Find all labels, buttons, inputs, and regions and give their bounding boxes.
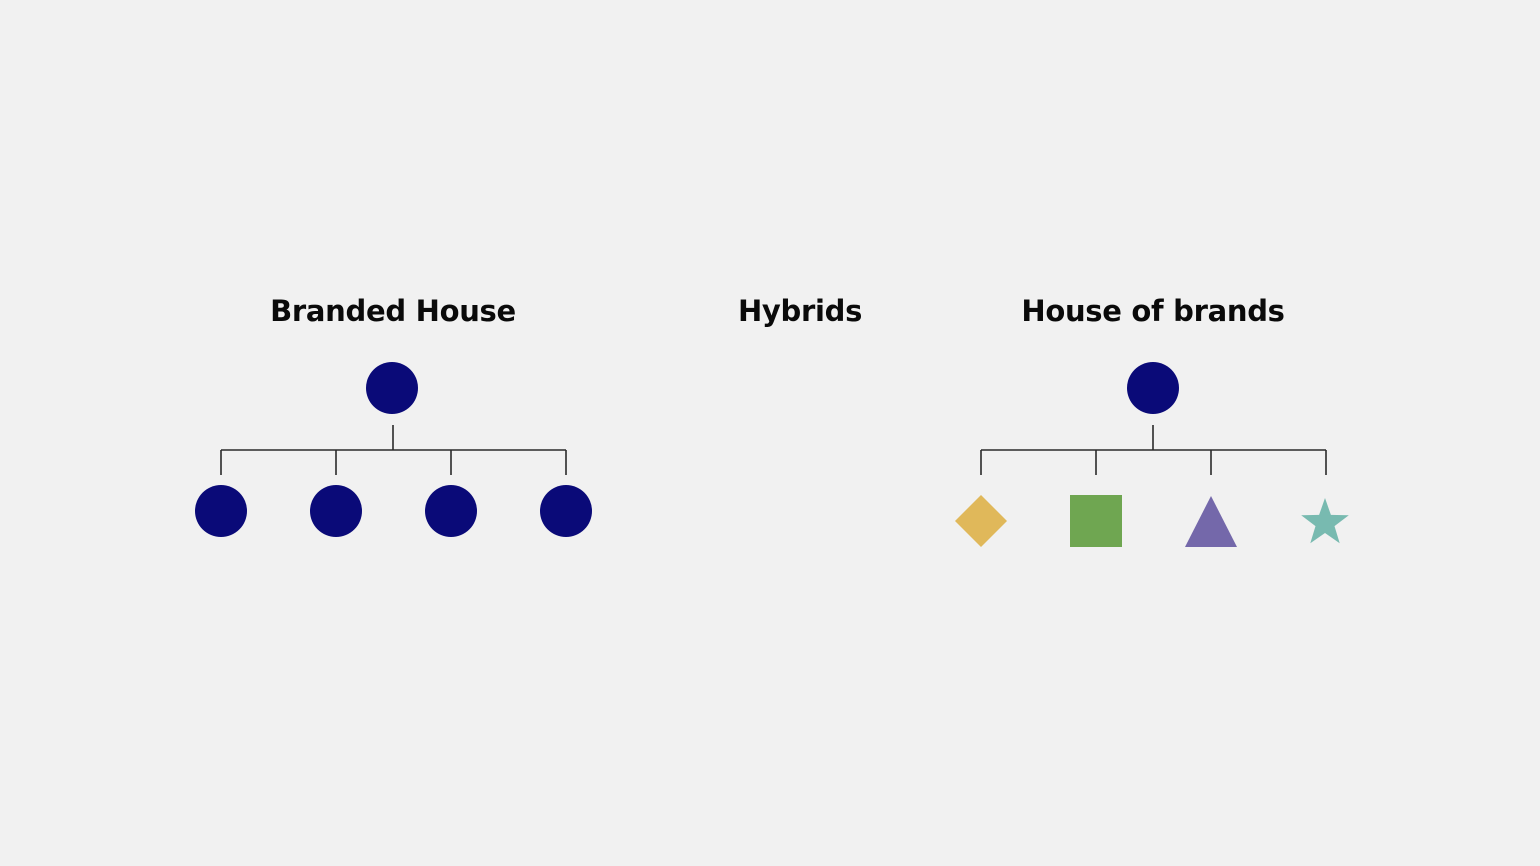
branded-house-child-node-4 bbox=[540, 485, 592, 537]
hybrids-heading: Hybrids bbox=[737, 294, 863, 328]
branded-house-child-node-3 bbox=[425, 485, 477, 537]
branded-house-parent-node bbox=[366, 362, 418, 414]
house-of-brands-tree bbox=[955, 362, 1349, 547]
branded-house-child-node-2 bbox=[310, 485, 362, 537]
branded-house-tree bbox=[195, 362, 592, 537]
square-icon bbox=[1070, 495, 1122, 547]
star-icon bbox=[1301, 498, 1349, 544]
diamond-icon bbox=[955, 495, 1007, 547]
branded-house-connector bbox=[220, 425, 567, 475]
branded-house-child-node-1 bbox=[195, 485, 247, 537]
house-of-brands-connector bbox=[980, 425, 1327, 475]
house-of-brands-parent-node bbox=[1127, 362, 1179, 414]
triangle-icon bbox=[1185, 496, 1237, 547]
house-of-brands-heading: House of brands bbox=[1021, 294, 1285, 328]
branded-house-heading: Branded House bbox=[270, 294, 516, 328]
